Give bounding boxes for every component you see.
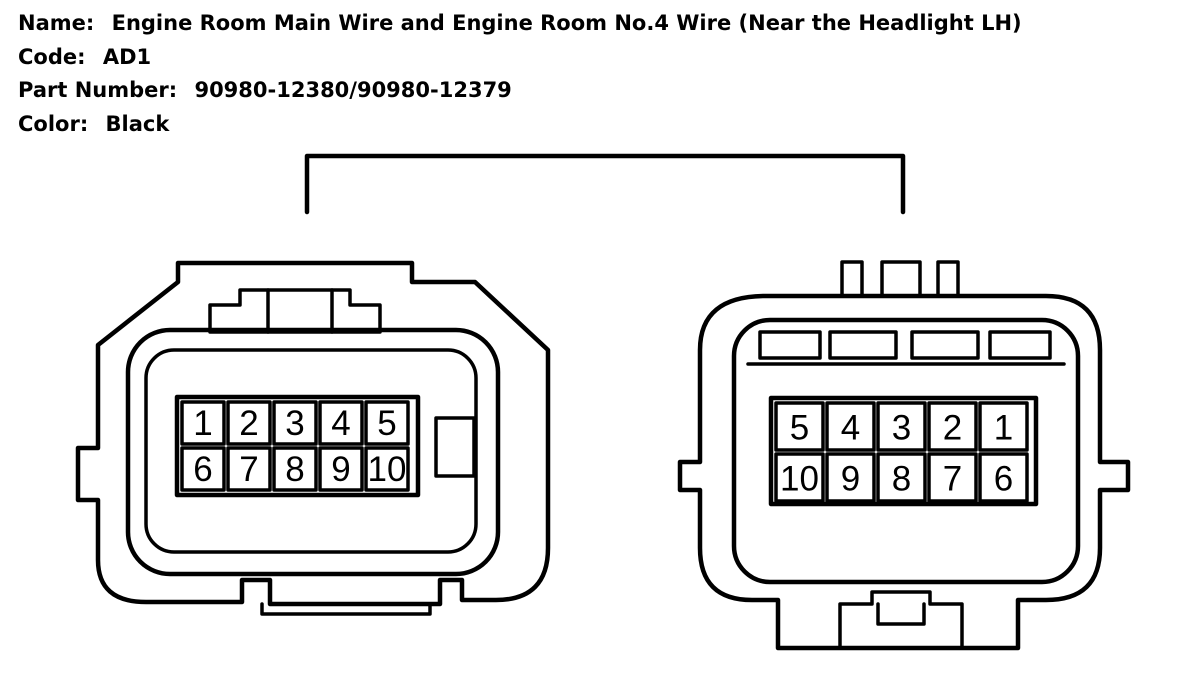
right_connector-pin-cell: [774, 401, 825, 452]
left_connector-pin-cell: [318, 446, 364, 492]
right_connector-pin-label: 8: [892, 459, 911, 498]
right_connector-pin-label: 9: [841, 459, 860, 498]
left_connector-pin-label: 5: [377, 404, 396, 443]
name-label: Name:: [18, 11, 94, 35]
right_connector-pin-label: 6: [994, 459, 1013, 498]
code-line: Code: AD1: [18, 45, 151, 69]
left_connector-pin-label: 4: [331, 404, 350, 443]
right_connector-pin-cell: [927, 452, 978, 503]
left_connector-pin-cell: [180, 400, 226, 446]
right_connector-pin-cell: [876, 452, 927, 503]
left_connector-pin-label: 1: [193, 404, 212, 443]
left_connector-pin-cell: [180, 446, 226, 492]
left-connector-inner-shell: [125, 327, 501, 577]
left_connector-pin-cell: [226, 400, 272, 446]
left-connector-latch: [208, 288, 382, 334]
color-line: Color: Black: [18, 112, 170, 136]
right-connector-top-tab-left: [840, 260, 864, 298]
left-connector-cavity: [144, 348, 478, 554]
left_connector-pin-label: 8: [285, 450, 304, 489]
info-block: Name: Engine Room Main Wire and Engine R…: [18, 11, 1022, 136]
right-connector-housing: [677, 293, 1131, 651]
left-connector-bottom-slot: [260, 602, 432, 616]
right_connector-pin-label: 3: [892, 408, 911, 447]
left_connector-pin-label: 2: [239, 404, 258, 443]
left_connector-pin-label: 7: [239, 450, 258, 489]
part-number-value: 90980-12380/90980-12379: [194, 78, 511, 102]
right_connector-pin-cell: [825, 452, 876, 503]
right_connector-pin-cell: [978, 401, 1029, 452]
left-pin-grid: [174, 394, 421, 498]
right-connector-slot-1: [758, 330, 822, 360]
left_connector-pin-cell: [364, 446, 410, 492]
connector-pair-bracket: [304, 153, 906, 215]
left_connector-pin-cell: [272, 400, 318, 446]
right_connector-pin-label: 5: [790, 408, 809, 447]
name-value: Engine Room Main Wire and Engine Room No…: [112, 11, 1022, 35]
left_connector-pin-cell: [272, 446, 318, 492]
right_connector-pin-cell: [927, 401, 978, 452]
right-connector-slot-2: [828, 330, 898, 360]
left_connector-pin-label: 6: [193, 450, 212, 489]
right_connector-pin-label: 4: [841, 408, 860, 447]
right_connector-pin-label: 10: [780, 459, 819, 498]
left-connector-latch-inner: [266, 288, 334, 334]
right_connector-pin-cell: [978, 452, 1029, 503]
right-connector-top-tab-center: [880, 260, 922, 298]
code-label: Code:: [18, 45, 86, 69]
left_connector-pin-label: 9: [331, 450, 350, 489]
left_connector-pin-cell: [364, 400, 410, 446]
right-connector-slot-4: [988, 330, 1052, 360]
color-label: Color:: [18, 112, 88, 136]
right-connector-slot-3: [910, 330, 980, 360]
color-value: Black: [106, 112, 171, 136]
part-number-line: Part Number: 90980-12380/90980-12379: [18, 78, 512, 102]
name-line: Name: Engine Room Main Wire and Engine R…: [18, 11, 1022, 35]
right_connector-pin-label: 2: [943, 408, 962, 447]
right_connector-pin-cell: [876, 401, 927, 452]
right-connector-bottom-latch-inner: [876, 602, 926, 626]
part-number-label: Part Number:: [18, 78, 177, 102]
code-value: AD1: [103, 45, 151, 69]
left_connector-pin-cell: [318, 400, 364, 446]
left_connector-pin-cell: [226, 446, 272, 492]
right_connector-pin-cell: [774, 452, 825, 503]
right-connector-inner-shell: [731, 317, 1081, 585]
right_connector-pin-cell: [825, 401, 876, 452]
left_connector-pin-label: 3: [285, 404, 304, 443]
right_connector-pin-label: 7: [943, 459, 962, 498]
right-connector-top-tab-right: [936, 260, 960, 298]
left_connector-pin-label: 10: [368, 450, 407, 489]
right-pin-grid: [768, 395, 1039, 507]
right-connector-bottom-latch: [838, 590, 964, 650]
left-connector-housing: [75, 260, 551, 607]
right_connector-pin-label: 1: [994, 408, 1013, 447]
left-connector-side-key: [434, 416, 476, 478]
